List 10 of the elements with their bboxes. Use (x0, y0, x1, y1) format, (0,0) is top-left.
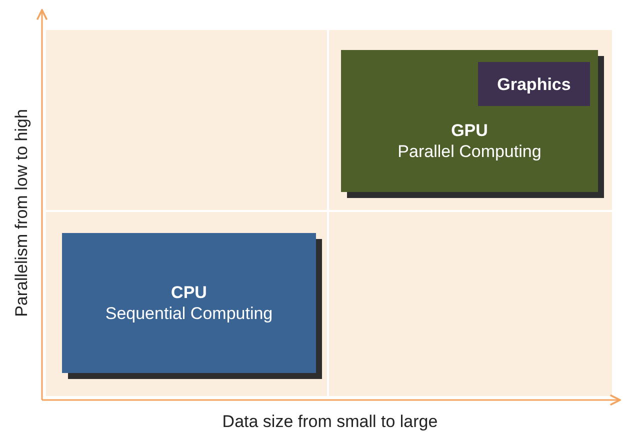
gpu-box (341, 50, 598, 192)
box-heading: GPU (451, 120, 488, 141)
cpu-box (62, 233, 316, 373)
axis-label: Data size from small to large (222, 412, 438, 432)
graphics-box (478, 62, 590, 106)
box-subtitle: Parallel Computing (398, 141, 542, 162)
axis-label: Parallelism from low to high (12, 109, 32, 317)
box-subtitle: Sequential Computing (105, 303, 273, 324)
box-heading: Graphics (497, 74, 571, 94)
box-heading: CPU (171, 282, 207, 303)
